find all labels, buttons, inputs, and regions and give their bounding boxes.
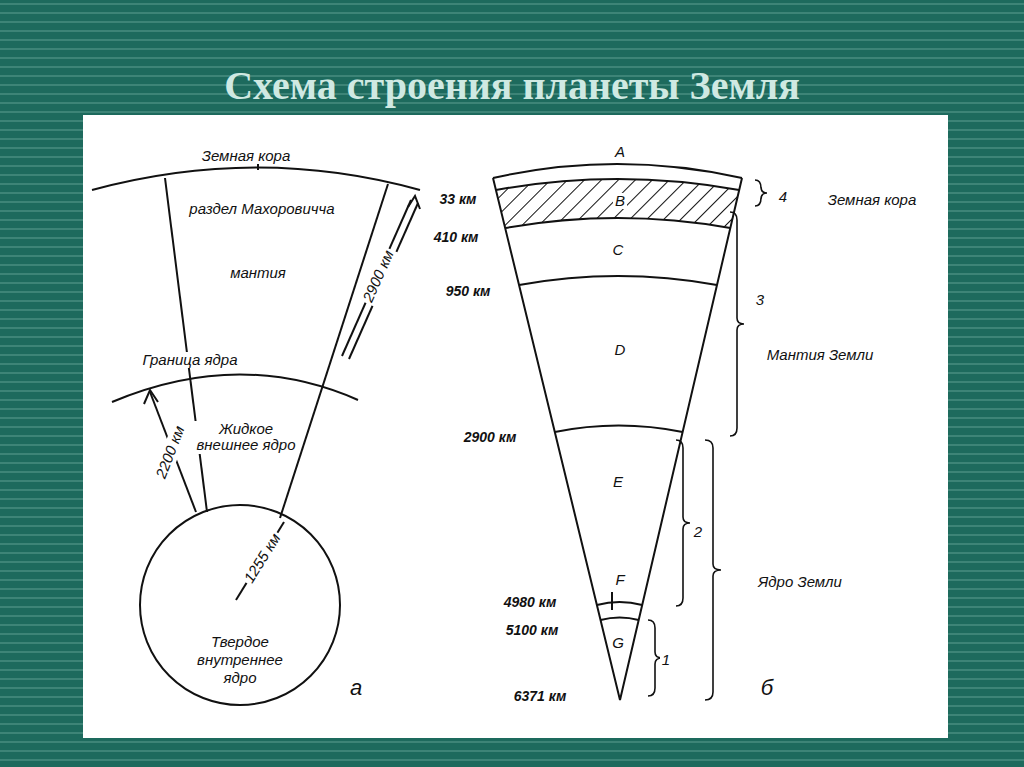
arrow-head (144, 390, 158, 404)
panel-letter: а (348, 676, 364, 700)
layer-letter: C (611, 242, 626, 259)
panel-letter: б (759, 676, 775, 700)
stripe (0, 30, 1024, 31)
layer-label: мантия (228, 265, 288, 282)
core-label: Твердое внутреннее ядро (140, 633, 340, 687)
crust-hatch (496, 179, 739, 228)
layer-name: Земная кора (826, 192, 919, 209)
layer-boundary (601, 618, 639, 621)
layer-letter: F (613, 572, 626, 589)
layer-letter: G (610, 635, 626, 652)
layer-boundary (505, 218, 730, 228)
arrow-head (408, 196, 420, 209)
dimension-line (342, 200, 411, 356)
layer-name: Мантия Земли (765, 347, 876, 364)
boundary-label: раздел Махоровичча (187, 201, 336, 218)
sector-edge (280, 184, 388, 518)
layer-letter: E (611, 474, 625, 491)
layer-label: Жидкое внешнее ядро (194, 421, 298, 454)
core-boundary-arc (112, 374, 358, 402)
stripe (0, 750, 1024, 751)
layer-letter: B (613, 193, 627, 210)
depth-label: 6371 км (512, 689, 569, 704)
layer-boundary (597, 602, 642, 605)
crust-label: Земная кора (200, 148, 293, 165)
depth-label: 33 км (438, 192, 479, 207)
wedge-outline (493, 178, 742, 700)
stripe (0, 21, 1024, 22)
stripe (0, 39, 1024, 40)
tick (611, 592, 613, 610)
brackets (648, 180, 767, 700)
depth-label: 2900 км (462, 430, 519, 445)
inner-core-circle: Твердое внутреннее ядро (140, 505, 340, 705)
depth-label: 950 км (444, 284, 493, 299)
layer-name: Ядро Земли (756, 574, 844, 591)
radius-line (236, 522, 284, 600)
boundary-label: Граница ядра (140, 352, 239, 369)
depth-label: 5100 км (504, 623, 561, 638)
layer-letter: D (613, 342, 628, 359)
depth-label: 410 км (432, 230, 481, 245)
white-panel (83, 115, 948, 738)
callout-number: 3 (754, 292, 766, 309)
depth-label: 4980 км (502, 595, 559, 610)
callout-number: 2 (692, 524, 704, 541)
stripe (0, 111, 1024, 112)
dimension-line (150, 392, 196, 512)
stripe (0, 741, 1024, 742)
surface-arc (493, 164, 742, 178)
callout-number: 1 (660, 652, 672, 669)
layer-boundary (519, 276, 717, 285)
layer-letter: A (613, 144, 627, 161)
stripe (0, 12, 1024, 13)
slide-title: Схема строения планеты Земля (0, 62, 1024, 109)
callout-number: 4 (777, 189, 789, 206)
inner-core-outline (140, 505, 340, 705)
dimension-line (349, 203, 418, 359)
layer-boundary (496, 179, 739, 190)
stripe (0, 57, 1024, 58)
layer-boundary (555, 426, 683, 433)
stripe (0, 48, 1024, 49)
stripe (0, 759, 1024, 760)
stripe (0, 3, 1024, 4)
crust-arc (92, 168, 420, 191)
